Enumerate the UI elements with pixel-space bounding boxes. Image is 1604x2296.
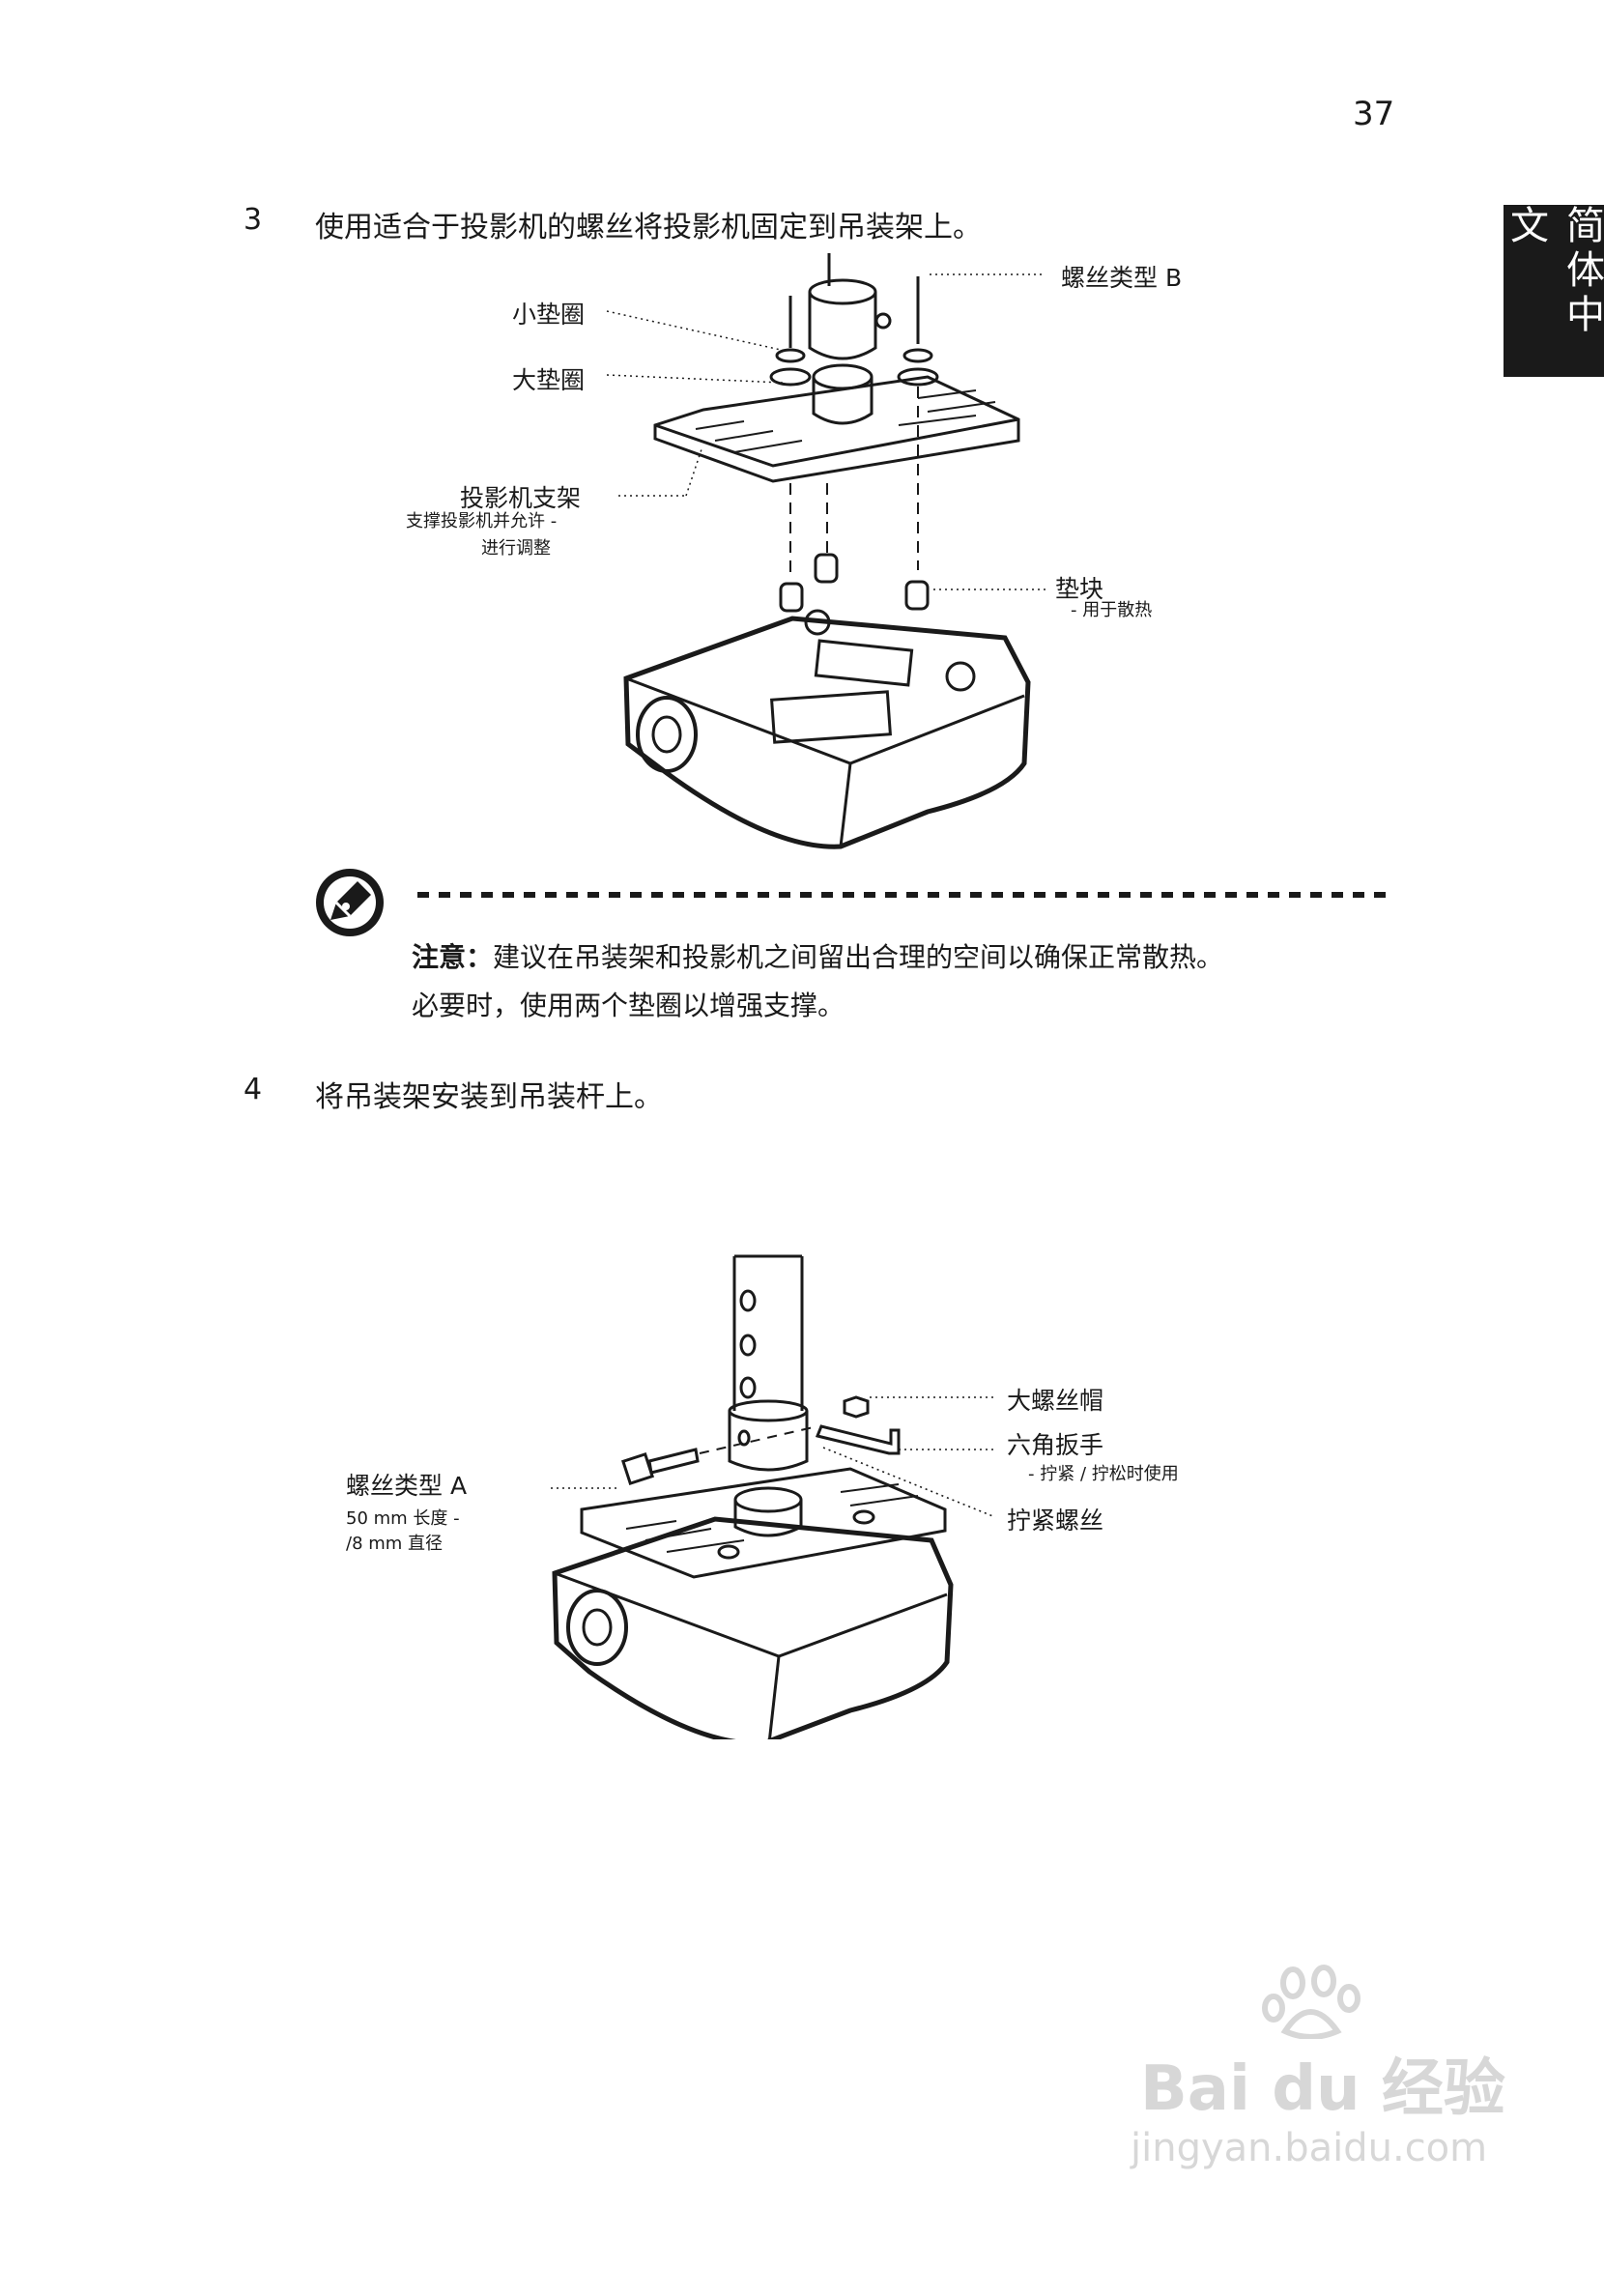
watermark-url[interactable]: jingyan.baidu.com — [1131, 2126, 1488, 2170]
spacer-note: - 用于散热 — [1071, 600, 1153, 620]
label-large-washer: 大垫圈 — [512, 366, 586, 394]
label-screw-b: 螺丝类型 B — [1061, 264, 1183, 292]
note-divider — [316, 869, 1391, 936]
label-hex-wrench: 六角扳手 — [1007, 1431, 1104, 1459]
label-bracket: 投影机支架 — [460, 484, 582, 512]
page-number: 37 — [1353, 95, 1395, 133]
step-4-number: 4 — [243, 1073, 263, 1106]
note-line-1: 注意：建议在吊装架和投影机之间留出合理的空间以确保正常散热。 — [412, 933, 1223, 982]
note-text-1: 建议在吊装架和投影机之间留出合理的空间以确保正常散热。 — [493, 941, 1224, 973]
language-tab: 简体中文 — [1504, 205, 1604, 377]
note-line-2: 必要时，使用两个垫圈以增强支撑。 — [412, 990, 845, 1021]
step-3-number: 3 — [243, 203, 263, 237]
bracket-note-1: 支撑投影机并允许 - — [406, 511, 558, 531]
bracket-note-2: 进行调整 — [481, 538, 551, 559]
label-large-nut: 大螺丝帽 — [1007, 1387, 1104, 1415]
label-tighten-screw: 拧紧螺丝 — [1007, 1507, 1104, 1535]
note-pen-icon — [316, 869, 384, 936]
label-screw-a: 螺丝类型 A — [346, 1472, 468, 1500]
label-small-washer: 小垫圈 — [512, 301, 586, 329]
baidu-paw-icon — [1262, 1965, 1361, 2039]
watermark-brand: Bai du 经验 — [1140, 2053, 1505, 2125]
hex-wrench-note: - 拧紧 / 拧松时使用 — [1028, 1464, 1179, 1484]
figure-mount-pole — [551, 1254, 996, 1739]
step-3-text: 使用适合于投影机的螺丝将投影机固定到吊装架上。 — [315, 211, 982, 244]
figure-mount-projector — [606, 253, 1049, 849]
note-label: 注意： — [412, 941, 494, 973]
step-4-text: 将吊装架安装到吊装杆上。 — [315, 1080, 663, 1114]
screw-a-note-2: /8 mm 直径 — [346, 1534, 444, 1554]
screw-a-note-1: 50 mm 长度 - — [346, 1508, 460, 1529]
label-spacer: 垫块 — [1055, 575, 1104, 603]
